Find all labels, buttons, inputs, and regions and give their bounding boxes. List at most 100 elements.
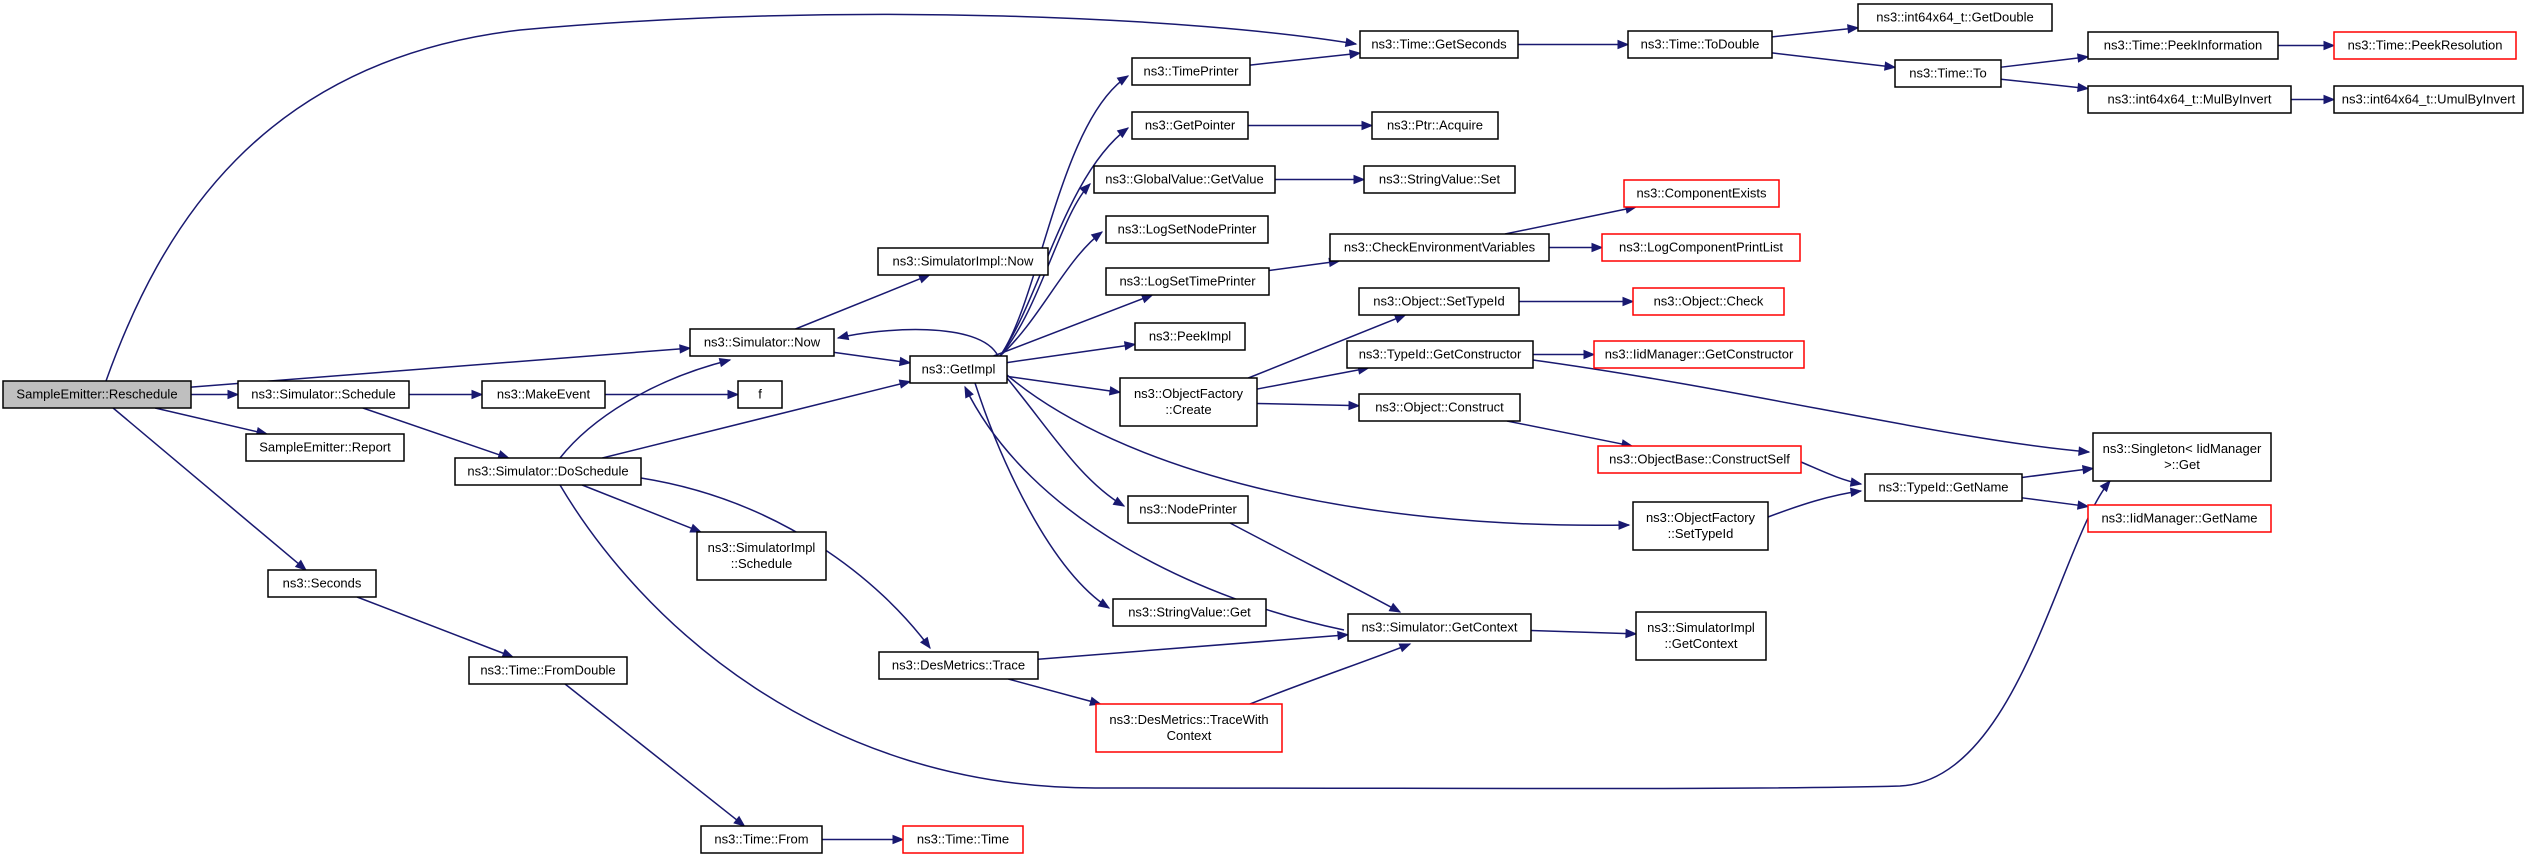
edge-simgetcontext-to-simimplgetcontext xyxy=(1530,629,1629,635)
node-logsettimeprinter[interactable]: ns3::LogSetTimePrinter xyxy=(1105,267,1270,296)
edge-getimpl-to-stringvalueget xyxy=(974,382,1110,609)
node-timeto[interactable]: ns3::Time::To xyxy=(1894,59,2002,88)
node-objsettypeid[interactable]: ns3::Object::SetTypeId xyxy=(1358,287,1520,316)
edge-getimpl-to-peekimpl xyxy=(1006,344,1128,364)
node-singletonget[interactable]: ns3::Singleton< IidManager >::Get xyxy=(2092,432,2272,482)
node-getimpl[interactable]: ns3::GetImpl xyxy=(909,355,1008,384)
node-todouble[interactable]: ns3::Time::ToDouble xyxy=(1627,30,1773,59)
node-simimplgetcontext[interactable]: ns3::SimulatorImpl::GetContext xyxy=(1635,611,1767,661)
edge-arrowhead-schedule-to-makeevent xyxy=(471,389,484,400)
node-iidgetctor[interactable]: ns3::IidManager::GetConstructor xyxy=(1593,340,1805,369)
edge-arrowhead-doschedule-to-desmetricstrace xyxy=(919,636,931,650)
node-getpointer[interactable]: ns3::GetPointer xyxy=(1131,111,1249,140)
node-box-ptracquire xyxy=(1371,111,1499,140)
node-doschedule[interactable]: ns3::Simulator::DoSchedule xyxy=(454,457,642,486)
node-peekres[interactable]: ns3::Time::PeekResolution xyxy=(2333,31,2517,60)
node-label-objconstruct: ns3::Object::Construct xyxy=(1375,400,1504,415)
edge-getimpl-to-objfactorysettypeid xyxy=(1006,374,1630,527)
node-box-f xyxy=(737,380,783,409)
edge-arrowhead-seconds-to-fromdouble xyxy=(501,648,515,658)
node-timeprinter[interactable]: ns3::TimePrinter xyxy=(1131,57,1251,86)
node-simgetcontext[interactable]: ns3::Simulator::GetContext xyxy=(1347,613,1532,642)
node-ptracquire[interactable]: ns3::Ptr::Acquire xyxy=(1371,111,1499,140)
edge-getimpl-to-nodeprinter xyxy=(1006,377,1125,507)
node-report[interactable]: SampleEmitter::Report xyxy=(245,433,405,462)
node-peekimpl[interactable]: ns3::PeekImpl xyxy=(1134,322,1246,351)
edge-now-to-getimpl xyxy=(833,351,903,363)
node-typeidgetname[interactable]: ns3::TypeId::GetName xyxy=(1864,473,2023,502)
node-objfactorysettypeid[interactable]: ns3::ObjectFactory::SetTypeId xyxy=(1632,501,1769,551)
node-typeidgetctor[interactable]: ns3::TypeId::GetConstructor xyxy=(1346,340,1534,369)
node-desmetricstrace[interactable]: ns3::DesMetrics::Trace xyxy=(878,651,1039,680)
edge-arrowhead-objfactorysettypeid-to-typeidgetname xyxy=(1849,487,1863,498)
node-box-globalvalue xyxy=(1093,165,1276,194)
edges-layer xyxy=(105,13,2336,845)
edge-arrowhead-timefrom-to-timetime xyxy=(892,834,905,845)
node-label-singletonget-line-2: >::Get xyxy=(2164,457,2200,472)
edge-typeidgetctor-to-singletonget xyxy=(1532,359,2090,453)
node-compexists[interactable]: ns3::ComponentExists xyxy=(1623,179,1780,208)
node-iidgetname[interactable]: ns3::IidManager::GetName xyxy=(2087,504,2272,533)
node-objfactorycreate[interactable]: ns3::ObjectFactory::Create xyxy=(1119,377,1258,427)
node-mulbyinvert[interactable]: ns3::int64x64_t::MulByInvert xyxy=(2087,85,2292,114)
node-box-typeidgetname xyxy=(1864,473,2023,502)
edge-arrowhead-getimpl-to-peekimpl xyxy=(1123,341,1137,351)
edge-arrowhead-timeto-to-mulbyinvert xyxy=(2077,82,2090,93)
node-f[interactable]: f xyxy=(737,380,783,409)
node-now[interactable]: ns3::Simulator::Now xyxy=(689,328,835,357)
node-simimplschedule[interactable]: ns3::SimulatorImpl::Schedule xyxy=(696,531,827,581)
node-globalvalue[interactable]: ns3::GlobalValue::GetValue xyxy=(1093,165,1276,194)
node-box-timefrom xyxy=(700,825,823,854)
node-simimplnow[interactable]: ns3::SimulatorImpl::Now xyxy=(877,247,1049,276)
node-box-seconds xyxy=(267,569,377,598)
edge-arrowhead-getimpl-to-now xyxy=(836,330,850,341)
edge-reschedule-to-report xyxy=(154,407,260,433)
edge-simgetcontext-to-getimpl xyxy=(964,386,1345,631)
node-timetime[interactable]: ns3::Time::Time xyxy=(902,825,1024,854)
node-timefrom[interactable]: ns3::Time::From xyxy=(700,825,823,854)
node-label-stringvalueset: ns3::StringValue::Set xyxy=(1379,172,1501,187)
node-box-objfactorysettypeid xyxy=(1632,501,1769,551)
node-stringvalueget[interactable]: ns3::StringValue::Get xyxy=(1112,598,1267,627)
node-checkenv[interactable]: ns3::CheckEnvironmentVariables xyxy=(1329,233,1550,262)
edge-timeprinter-to-getseconds xyxy=(1249,53,1353,66)
node-makeevent[interactable]: ns3::MakeEvent xyxy=(481,380,606,409)
node-logcompprint[interactable]: ns3::LogComponentPrintList xyxy=(1601,233,1801,262)
edge-doschedule-to-getimpl xyxy=(602,382,903,459)
node-int64getdouble[interactable]: ns3::int64x64_t::GetDouble xyxy=(1857,3,2053,32)
edge-objfactorycreate-to-typeidgetctor xyxy=(1256,368,1361,390)
node-label-logsettimeprinter: ns3::LogSetTimePrinter xyxy=(1119,274,1256,289)
node-objconstruct[interactable]: ns3::Object::Construct xyxy=(1358,393,1521,422)
node-fromdouble[interactable]: ns3::Time::FromDouble xyxy=(468,656,628,685)
node-label-objcheck: ns3::Object::Check xyxy=(1654,294,1764,309)
edge-arrowhead-simgetcontext-to-simimplgetcontext xyxy=(1625,628,1638,639)
node-peekinfo[interactable]: ns3::Time::PeekInformation xyxy=(2087,31,2279,60)
node-objcheck[interactable]: ns3::Object::Check xyxy=(1632,287,1785,316)
node-box-simimplschedule xyxy=(696,531,827,581)
node-schedule[interactable]: ns3::Simulator::Schedule xyxy=(237,380,410,409)
node-stringvalueset[interactable]: ns3::StringValue::Set xyxy=(1363,165,1516,194)
edge-todouble-to-timeto xyxy=(1771,52,1888,68)
edge-arrowhead-getimpl-to-globalvalue xyxy=(1079,183,1091,195)
node-objbasector[interactable]: ns3::ObjectBase::ConstructSelf xyxy=(1597,445,1802,474)
node-box-stringvalueset xyxy=(1363,165,1516,194)
edge-logsettimeprinter-to-checkenv xyxy=(1268,261,1332,272)
edge-arrowhead-doschedule-to-singletonget xyxy=(2099,479,2111,493)
edge-arrowhead-getseconds-to-todouble xyxy=(1617,39,1630,50)
node-getseconds[interactable]: ns3::Time::GetSeconds xyxy=(1359,30,1519,59)
node-label-checkenv: ns3::CheckEnvironmentVariables xyxy=(1344,240,1536,255)
edge-getimpl-to-logsetnodeprinter xyxy=(999,231,1103,357)
node-nodeprinter[interactable]: ns3::NodePrinter xyxy=(1127,495,1249,524)
node-label-todouble: ns3::Time::ToDouble xyxy=(1641,37,1760,52)
node-label-fromdouble: ns3::Time::FromDouble xyxy=(480,663,615,678)
node-box-umulbyinvert xyxy=(2333,85,2524,114)
node-umulbyinvert[interactable]: ns3::int64x64_t::UmulByInvert xyxy=(2333,85,2524,114)
node-box-report xyxy=(245,433,405,462)
node-label-mulbyinvert: ns3::int64x64_t::MulByInvert xyxy=(2107,92,2271,107)
edge-arrowhead-todouble-to-int64getdouble xyxy=(1847,24,1860,34)
node-seconds[interactable]: ns3::Seconds xyxy=(267,569,377,598)
node-logsetnodeprinter[interactable]: ns3::LogSetNodePrinter xyxy=(1105,215,1269,244)
node-box-simimplgetcontext xyxy=(1635,611,1767,661)
edge-arrowhead-doschedule-to-simimplschedule xyxy=(689,523,703,533)
